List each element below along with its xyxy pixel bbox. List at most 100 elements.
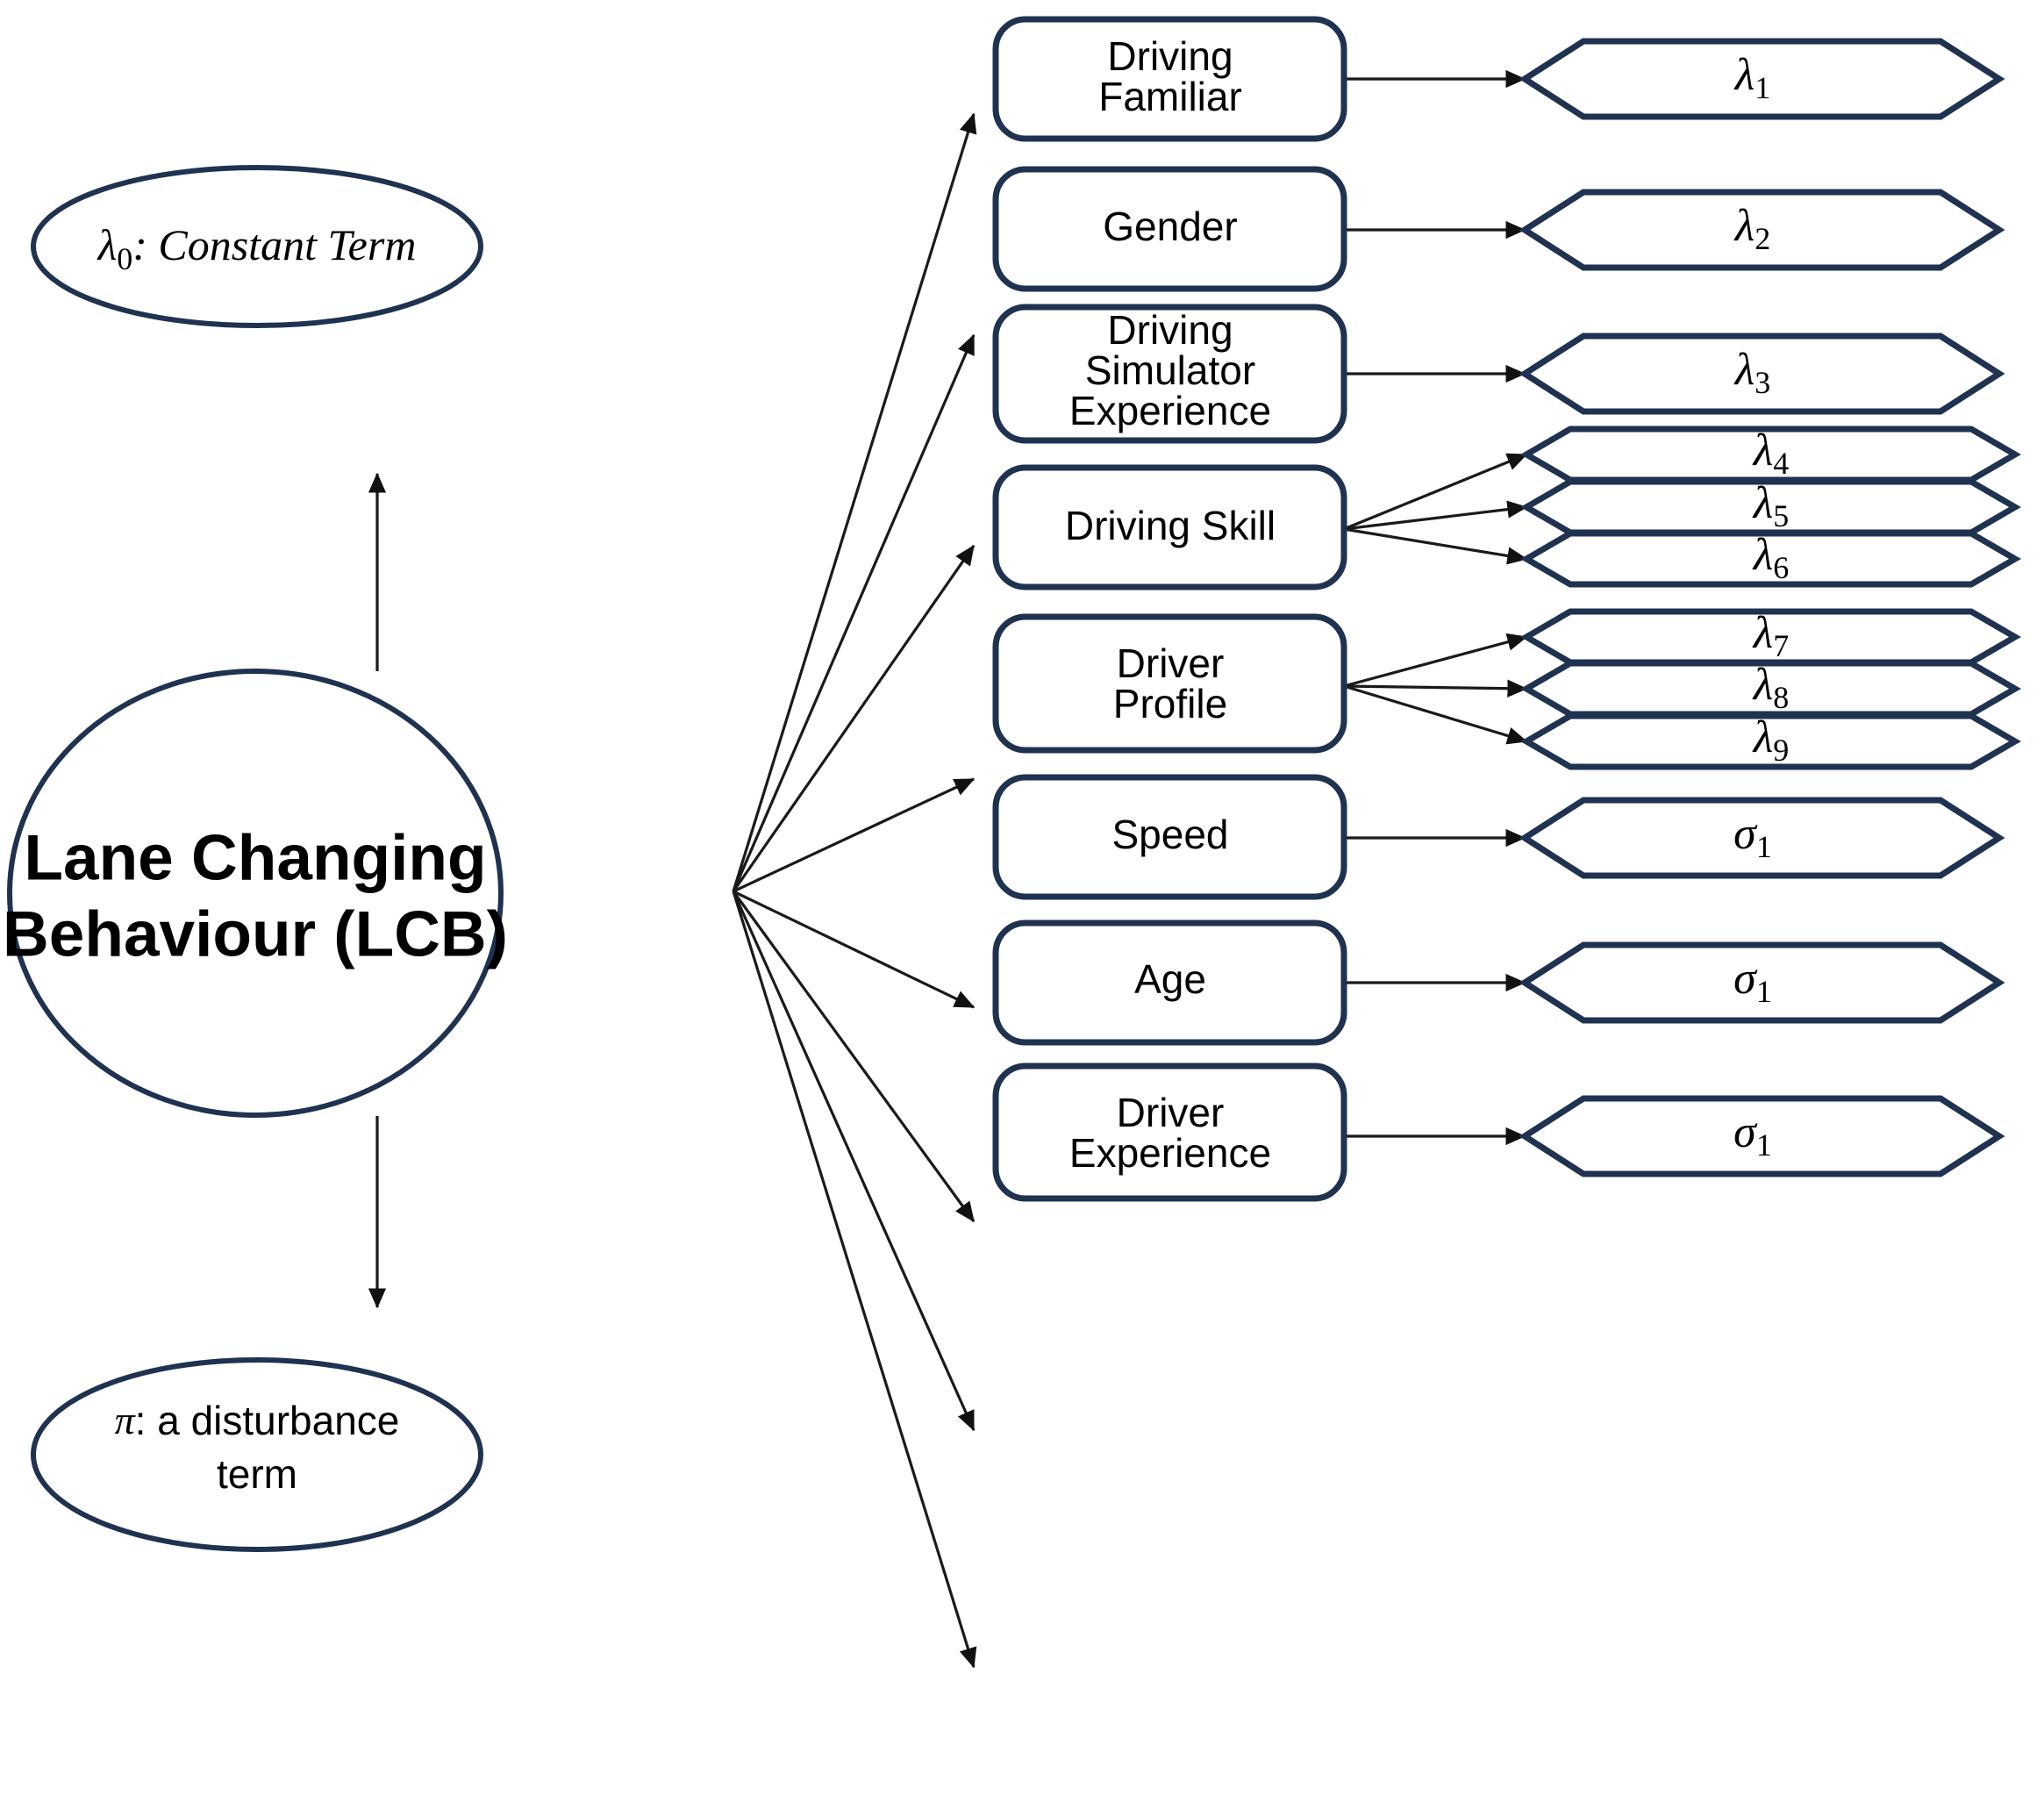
node-loading-lambda-4[interactable]: λ4	[1520, 426, 2021, 483]
age-box	[992, 919, 1347, 1046]
connector-lcb-to-speed	[732, 891, 976, 1223]
sigma-1-age-hexagon	[1519, 941, 2005, 1024]
node-loading-lambda-6[interactable]: λ6	[1520, 530, 2021, 588]
lambda-1-label: λ1	[1733, 50, 1771, 105]
node-indicator-gender[interactable]: Gender	[992, 166, 1347, 292]
constant-term-subscript: 0	[117, 241, 132, 276]
node-indicator-age[interactable]: Age	[992, 919, 1347, 1046]
node-loading-lambda-3[interactable]: λ3	[1519, 333, 2005, 415]
constant-term-text: : Constant Term	[132, 220, 416, 269]
node-indicator-speed[interactable]: Speed	[992, 774, 1347, 900]
node-indicator-driving-familiar[interactable]: Driving Familiar	[992, 16, 1347, 142]
lambda-6-greek: λ	[1752, 530, 1774, 580]
lambda-5-subscript: 5	[1773, 498, 1789, 533]
node-loading-lambda-2[interactable]: λ2	[1519, 189, 2005, 271]
lambda-1-greek: λ	[1733, 50, 1755, 100]
lambda-7-label: λ7	[1752, 608, 1790, 663]
node-indicator-driving-skill[interactable]: Driving Skill	[992, 464, 1347, 590]
lambda-6-label: λ6	[1752, 530, 1790, 585]
node-loading-lambda-8[interactable]: λ8	[1520, 660, 2021, 718]
connector-lcb-to-driver-profile	[733, 890, 976, 1009]
lambda-4-label: λ4	[1752, 426, 1790, 481]
lambda-3-greek: λ	[1733, 345, 1755, 395]
connector-driver-profile-to-lambda-8	[1343, 679, 1528, 698]
node-loading-lambda-7[interactable]: λ7	[1520, 608, 2021, 666]
lambda-8-greek: λ	[1752, 660, 1774, 710]
connector-driver-profile-to-lambda-7	[1343, 633, 1528, 688]
gender-label: Gender	[1103, 204, 1237, 249]
lambda-3-hexagon	[1519, 333, 2005, 415]
driving-simulator-experience-label-line3: Experience	[1069, 388, 1271, 433]
sigma-1-speed-subscript: 1	[1756, 829, 1772, 864]
sigma-1-age-subscript: 1	[1756, 974, 1772, 1009]
lambda-7-greek: λ	[1752, 608, 1774, 658]
lambda-9-greek: λ	[1752, 712, 1774, 762]
driving-simulator-experience-label-line2: Simulator	[1085, 347, 1255, 393]
lambda-5-label: λ5	[1752, 478, 1790, 533]
connector-lcb-to-gender	[732, 333, 976, 892]
lambda-2-label: λ2	[1733, 201, 1771, 256]
speed-box	[992, 774, 1347, 900]
connector-lcb-to-driver-experience	[732, 891, 977, 1669]
sigma-1-age-label: σ1	[1733, 954, 1772, 1009]
node-loading-lambda-1[interactable]: λ1	[1519, 38, 2005, 120]
lambda-6-hexagon	[1520, 530, 2021, 588]
lambda-3-label: λ3	[1733, 345, 1771, 400]
node-loading-lambda-9[interactable]: λ9	[1520, 712, 2021, 770]
connector-lcb-to-age	[732, 891, 976, 1432]
constant-term-ellipse	[31, 165, 483, 328]
age-label: Age	[1134, 956, 1206, 1002]
driving-familiar-label-line2: Familiar	[1098, 74, 1242, 119]
gender-box	[992, 166, 1347, 292]
driving-skill-label: Driving Skill	[1065, 503, 1276, 548]
node-indicator-driver-experience[interactable]: Driver Experience	[992, 1062, 1347, 1202]
node-indicator-driving-simulator-experience[interactable]: Driving Simulator Experience	[992, 304, 1347, 444]
node-loading-sigma-1-driver-experience[interactable]: σ1	[1519, 1095, 2005, 1177]
lcb-label-line2: Behaviour (LCB)	[3, 898, 508, 969]
lambda-3-subscript: 3	[1755, 365, 1770, 400]
lambda-8-subscript: 8	[1773, 680, 1789, 715]
connector-driving-skill-to-lambda-4	[1343, 453, 1528, 531]
connector-group-loadings	[1343, 69, 1528, 1146]
driver-experience-box	[992, 1062, 1347, 1202]
lambda-9-hexagon	[1520, 712, 2021, 770]
node-latent-lcb[interactable]: Lane Changing Behaviour (LCB)	[3, 669, 508, 1118]
connector-group-fanout	[732, 112, 977, 1669]
connector-lcb-to-driving-familiar	[732, 112, 977, 892]
node-indicator-driver-profile[interactable]: Driver Profile	[992, 613, 1347, 754]
connector-driver-profile-to-lambda-9	[1343, 684, 1528, 745]
driving-simulator-experience-box	[992, 304, 1347, 444]
sigma-1-driver-experience-greek: σ	[1733, 1107, 1758, 1157]
connector-lcb-to-driving-simulator-experience	[732, 544, 976, 892]
lambda-8-label: λ8	[1752, 660, 1790, 715]
lambda-6-subscript: 6	[1773, 550, 1789, 585]
node-disturbance-term[interactable]: π: a disturbance term	[31, 1357, 483, 1552]
driving-familiar-box	[992, 16, 1347, 142]
node-loading-sigma-1-speed[interactable]: σ1	[1519, 797, 2005, 879]
lambda-2-subscript: 2	[1755, 221, 1770, 256]
constant-term-label: λ0: Constant Term	[96, 220, 417, 276]
node-loading-sigma-1-age[interactable]: σ1	[1519, 941, 2005, 1024]
lambda-4-greek: λ	[1752, 426, 1774, 476]
lcb-label-line1: Lane Changing	[24, 822, 486, 893]
disturbance-term-ellipse	[31, 1357, 483, 1552]
sigma-1-driver-experience-hexagon	[1519, 1095, 2005, 1177]
lambda-9-subscript: 9	[1773, 733, 1789, 768]
constant-term-greek: λ	[96, 220, 118, 269]
driver-profile-box	[992, 613, 1347, 754]
lambda-9-label: λ9	[1752, 712, 1790, 768]
lambda-7-subscript: 7	[1773, 628, 1789, 663]
lambda-1-hexagon	[1519, 38, 2005, 120]
disturbance-term-label-line2: term	[217, 1451, 297, 1497]
lambda-2-greek: λ	[1733, 201, 1755, 251]
node-loading-lambda-5[interactable]: λ5	[1520, 478, 2021, 536]
driving-skill-box	[992, 464, 1347, 590]
sigma-1-speed-greek: σ	[1733, 809, 1758, 859]
driver-experience-label-line1: Driver	[1117, 1090, 1225, 1135]
connector-driving-skill-to-lambda-5	[1343, 500, 1528, 531]
connector-driving-skill-to-lambda-6	[1343, 527, 1528, 565]
disturbance-term-label-line1: π: a disturbance	[115, 1398, 400, 1444]
node-constant-term[interactable]: λ0: Constant Term	[31, 165, 483, 328]
